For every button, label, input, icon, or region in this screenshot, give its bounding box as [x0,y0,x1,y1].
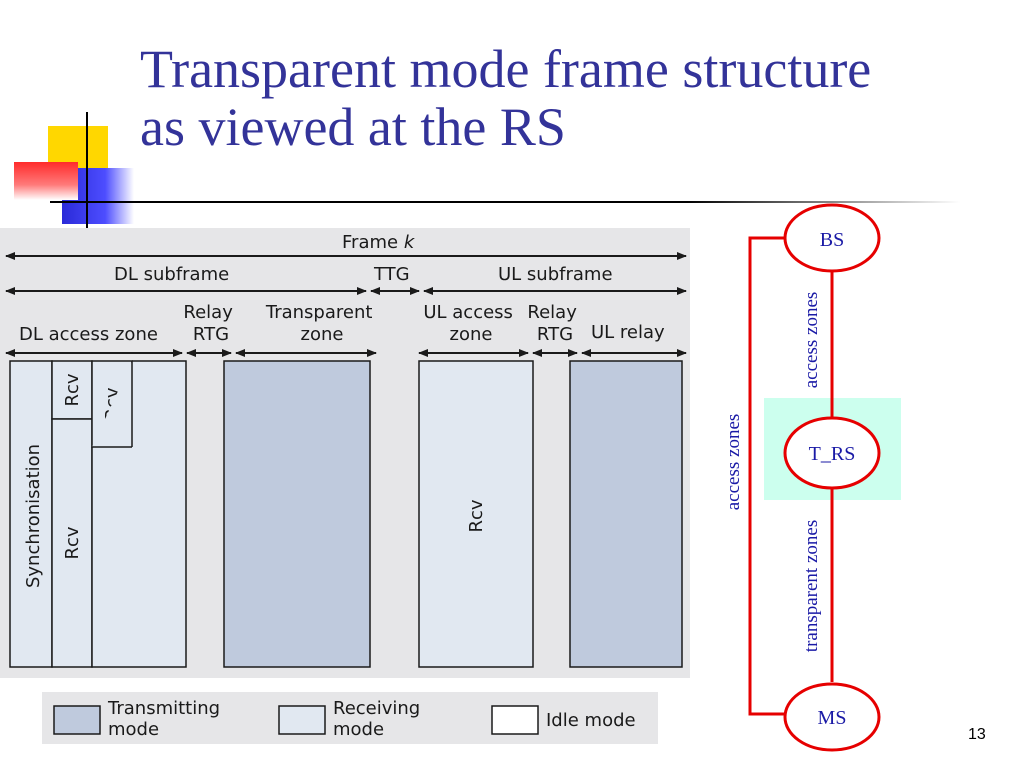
legend-idle-swatch [491,705,539,735]
access-zones-left-label: access zones [723,414,744,511]
ms-label: MS [818,707,847,729]
ul-relay-label: UL relay [591,322,665,343]
legend-receive-swatch [278,705,326,735]
rcv-label-tall: Rcv [62,526,83,559]
decor-vertical-line [86,112,88,228]
relay-rtg-2-label: Relay RTG [527,302,582,345]
legend: Transmitting mode Receiving mode Idle mo… [42,692,658,744]
legend-transmit-swatch [53,705,101,735]
ul-access-zone-block [418,360,534,668]
frame-structure-diagram: Frame k DL subframe TTG UL subframe Rela… [0,228,690,678]
legend-idle-label: Idle mode [546,710,636,731]
dl-access-zone-label: DL access zone [19,324,158,345]
rcv-label-ul: Rcv [466,499,487,532]
frame-label: Frame k [342,232,416,253]
ttg-label: TTG [373,264,410,285]
rcv-block-tall [51,418,93,668]
relay-rtg-1-label: Relay RTG [183,302,238,345]
ul-access-zone-label: UL access zone [423,302,518,345]
t-rs-label: T_RS [809,443,856,465]
ms-node [783,682,881,752]
bs-node [783,203,881,273]
transparent-zone-block [223,360,371,668]
legend-receive-label: Receiving mode [333,698,426,740]
slide-title-line2: as viewed at the RS [140,97,566,157]
legend-background [42,692,658,744]
slide-title: Transparent mode frame structure as view… [140,40,1010,156]
synchronisation-label: Synchronisation [23,444,44,588]
access-zones-top-label: access zones [801,292,822,389]
ul-subframe-label: UL subframe [498,264,613,285]
t-rs-node [783,416,881,490]
slide-title-line1: Transparent mode frame structure [140,39,872,99]
access-zones-link [748,236,793,716]
decor-red-square [14,162,78,200]
dl-subframe-label: DL subframe [114,264,229,285]
decor-horizontal-line [50,201,960,203]
legend-transmit-label: Transmitting mode [107,698,226,740]
ul-relay-block [569,360,683,668]
transparent-zone-label: Transparent zone [265,302,378,345]
topology-diagram: BS T_RS MS access zones access zones tra… [723,203,901,752]
dl-access-zone-outline [91,360,187,668]
transparent-zones-label: transparent zones [801,520,822,652]
page-number: 13 [968,726,986,743]
rcv-label-short: Rcv [62,373,83,406]
bs-label: BS [820,229,844,251]
